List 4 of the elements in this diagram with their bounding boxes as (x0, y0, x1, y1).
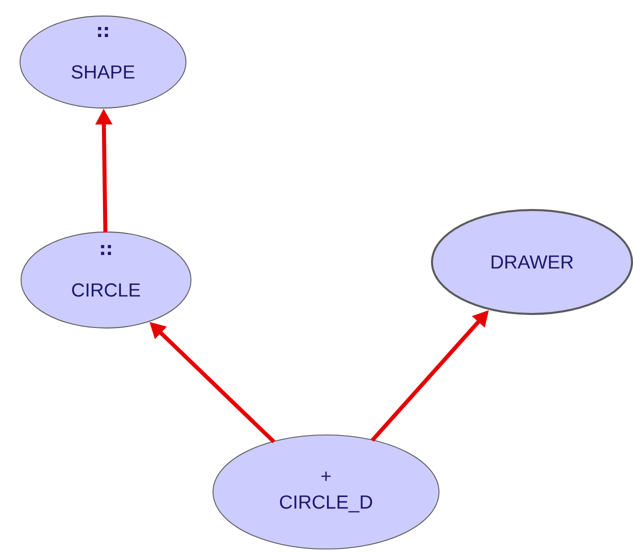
ellipse-node: DRAWER (431, 209, 633, 315)
ellipse-node: SHAPE (20, 16, 186, 108)
ellipse-node: CIRCLE (20, 232, 192, 328)
ellipse-node: + CIRCLE_D (212, 434, 440, 550)
